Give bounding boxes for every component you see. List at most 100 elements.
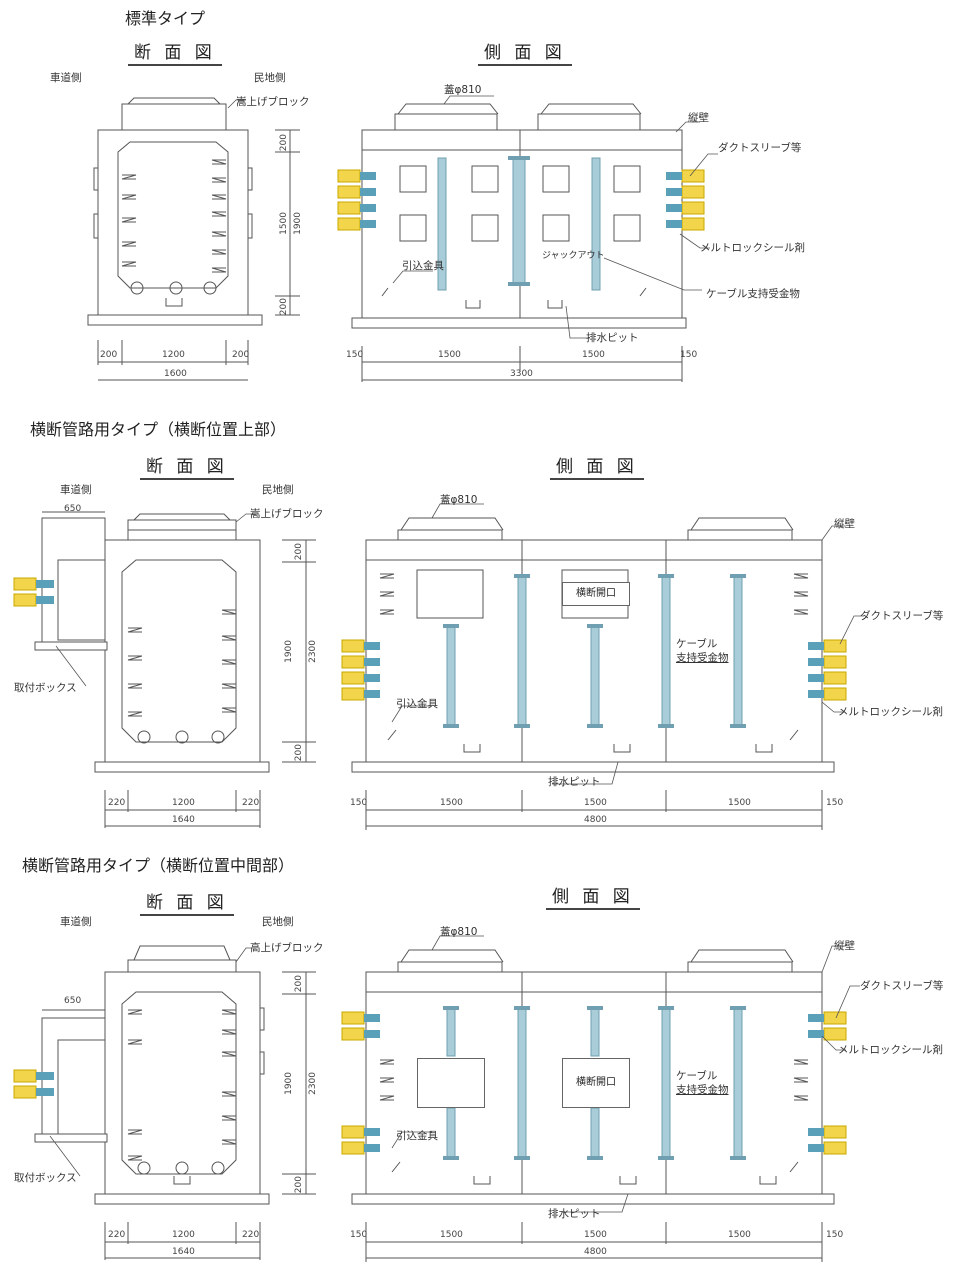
s3-side-total: 4800 [584, 1247, 607, 1257]
s1-side-title: 側 面 図 [478, 38, 572, 66]
s2-private-side: 民地側 [262, 484, 294, 496]
s2-drain-pit: 排水ピット [548, 776, 601, 788]
s1-cross-title: 断 面 図 [128, 38, 222, 66]
s1-raise-block: 嵩上げブロック [236, 96, 310, 108]
s3-title: 横断管路用タイプ（横断位置中間部） [22, 856, 295, 875]
s2-box-width: 650 [64, 504, 82, 514]
s2-cross-vtotal: 2300 [308, 640, 318, 663]
s2-side-total: 4800 [584, 815, 607, 825]
s1-cross-vdim-1: 200 [279, 134, 289, 152]
s1-side-dim-1: 150 [346, 350, 364, 360]
s1-side-dim-2: 1500 [438, 350, 461, 360]
s3-drain-pit: 排水ピット [548, 1208, 601, 1220]
s3-cross-vtotal: 2300 [308, 1072, 318, 1095]
s2-cross-ducts [13, 577, 54, 607]
s3-pull-in: 引込金具 [396, 1130, 438, 1142]
s2-cover: 蓋φ810 [440, 494, 478, 506]
s2-support-bars [443, 574, 746, 728]
s3-opening-left [417, 1058, 485, 1108]
s1-side-total: 3300 [510, 369, 533, 379]
s3-mount-box: 取付ボックス [14, 1172, 77, 1184]
s2-leader-lines [55, 503, 864, 785]
s2-duct-sleeves-right [808, 639, 847, 701]
s3-side-dim-4: 1500 [728, 1230, 751, 1240]
s2-duct-sleeve: ダクトスリーブ等 [860, 610, 944, 622]
s1-support-bars [437, 156, 601, 291]
s3-side-dim-5: 150 [826, 1230, 844, 1240]
s2-cross-dim-2: 1200 [172, 798, 195, 808]
s1-cable-support: ケーブル支持受金物 [706, 288, 800, 300]
s1-pull-in: 引込金具 [402, 260, 444, 272]
s2-side-dim-4: 1500 [728, 798, 751, 808]
s3-raise-block: 高上げブロック [250, 942, 324, 954]
s3-private-side: 民地側 [262, 916, 294, 928]
s2-side-dim-1: 150 [350, 798, 368, 808]
s2-cross-vdim-2: 1900 [284, 640, 294, 663]
s1-cross-vdim-3: 200 [279, 298, 289, 316]
s3-cross-section [34, 945, 316, 1260]
s2-seal: メルトロックシール剤 [838, 706, 943, 718]
s3-support-bars [443, 1006, 746, 1160]
s1-jack: ジャックアウト [542, 251, 605, 261]
s2-cross-dim-3: 220 [242, 798, 260, 808]
s1-side-dim-4: 150 [680, 350, 698, 360]
s1-side-dim-3: 1500 [582, 350, 605, 360]
s3-road-side: 車道側 [60, 916, 92, 928]
s3-cross-vdim-1: 200 [294, 975, 304, 993]
s1-side-wall: 縦壁 [688, 112, 709, 124]
s3-cable-support-1: ケーブル [676, 1070, 718, 1082]
s2-side-dim-5: 150 [826, 798, 844, 808]
s1-cross-dim-1: 200 [100, 350, 118, 360]
s3-cross-total: 1640 [172, 1247, 195, 1257]
s1-cross-total: 1600 [164, 369, 187, 379]
s2-cross-opening: 横断開口 [562, 582, 630, 606]
s3-duct-sleeve: ダクトスリーブ等 [860, 980, 944, 992]
s3-cross-dim-2: 1200 [172, 1230, 195, 1240]
s3-cross-ducts [13, 1069, 54, 1099]
s1-duct-sleeves-left [337, 169, 376, 231]
s3-side-dim-1: 150 [350, 1230, 368, 1240]
s2-cross-section [34, 511, 316, 828]
s3-box-width: 650 [64, 996, 82, 1006]
s1-cross-section [87, 97, 300, 381]
s2-cross-dim-1: 220 [108, 798, 126, 808]
s2-raise-block: 嵩上げブロック [250, 508, 324, 520]
s2-cable-support-2: 支持受金物 [676, 652, 729, 664]
s2-cross-vdim-1: 200 [294, 543, 304, 561]
s2-cable-support-1: ケーブル [676, 638, 718, 650]
s3-side-dim-3: 1500 [584, 1230, 607, 1240]
s2-side-dim-3: 1500 [584, 798, 607, 808]
s2-side-dim-2: 1500 [440, 798, 463, 808]
s3-cross-vdim-2: 1900 [284, 1072, 294, 1095]
s3-leader-lines [49, 935, 860, 1213]
s2-cross-total: 1640 [172, 815, 195, 825]
s1-duct-sleeve: ダクトスリーブ等 [718, 142, 802, 154]
s3-seal: メルトロックシール剤 [838, 1044, 943, 1056]
s3-side-wall: 縦壁 [834, 940, 855, 952]
s3-cross-dim-3: 220 [242, 1230, 260, 1240]
s2-side-title: 側 面 図 [550, 452, 644, 480]
s2-title: 横断管路用タイプ（横断位置上部） [30, 420, 287, 439]
s2-road-side: 車道側 [60, 484, 92, 496]
s1-seal: メルトロックシール剤 [700, 242, 805, 254]
s3-cable-support-2: 支持受金物 [676, 1084, 729, 1096]
s1-duct-sleeves-right [666, 169, 705, 231]
s2-duct-sleeves-left [341, 639, 380, 701]
s1-drain-pit: 排水ピット [586, 332, 639, 344]
s2-side-wall: 縦壁 [834, 518, 855, 530]
s1-cross-dim-3: 200 [232, 350, 250, 360]
s3-cross-vdim-3: 200 [294, 1176, 304, 1194]
s1-cross-vtotal: 1900 [293, 212, 303, 235]
s2-cross-title: 断 面 図 [140, 452, 234, 480]
s3-cross-dim-1: 220 [108, 1230, 126, 1240]
s3-side-dim-2: 1500 [440, 1230, 463, 1240]
s3-cross-title: 断 面 図 [140, 888, 234, 916]
s2-mount-box: 取付ボックス [14, 682, 77, 694]
s2-cross-vdim-3: 200 [294, 744, 304, 762]
s3-duct-sleeves-right [808, 1011, 847, 1155]
s3-cross-opening: 横断開口 [562, 1058, 630, 1108]
s1-cross-vdim-2: 1500 [279, 212, 289, 235]
s1-road-side: 車道側 [50, 72, 82, 84]
s3-duct-sleeves-left [341, 1011, 380, 1155]
s1-title: 標準タイプ [125, 9, 206, 28]
